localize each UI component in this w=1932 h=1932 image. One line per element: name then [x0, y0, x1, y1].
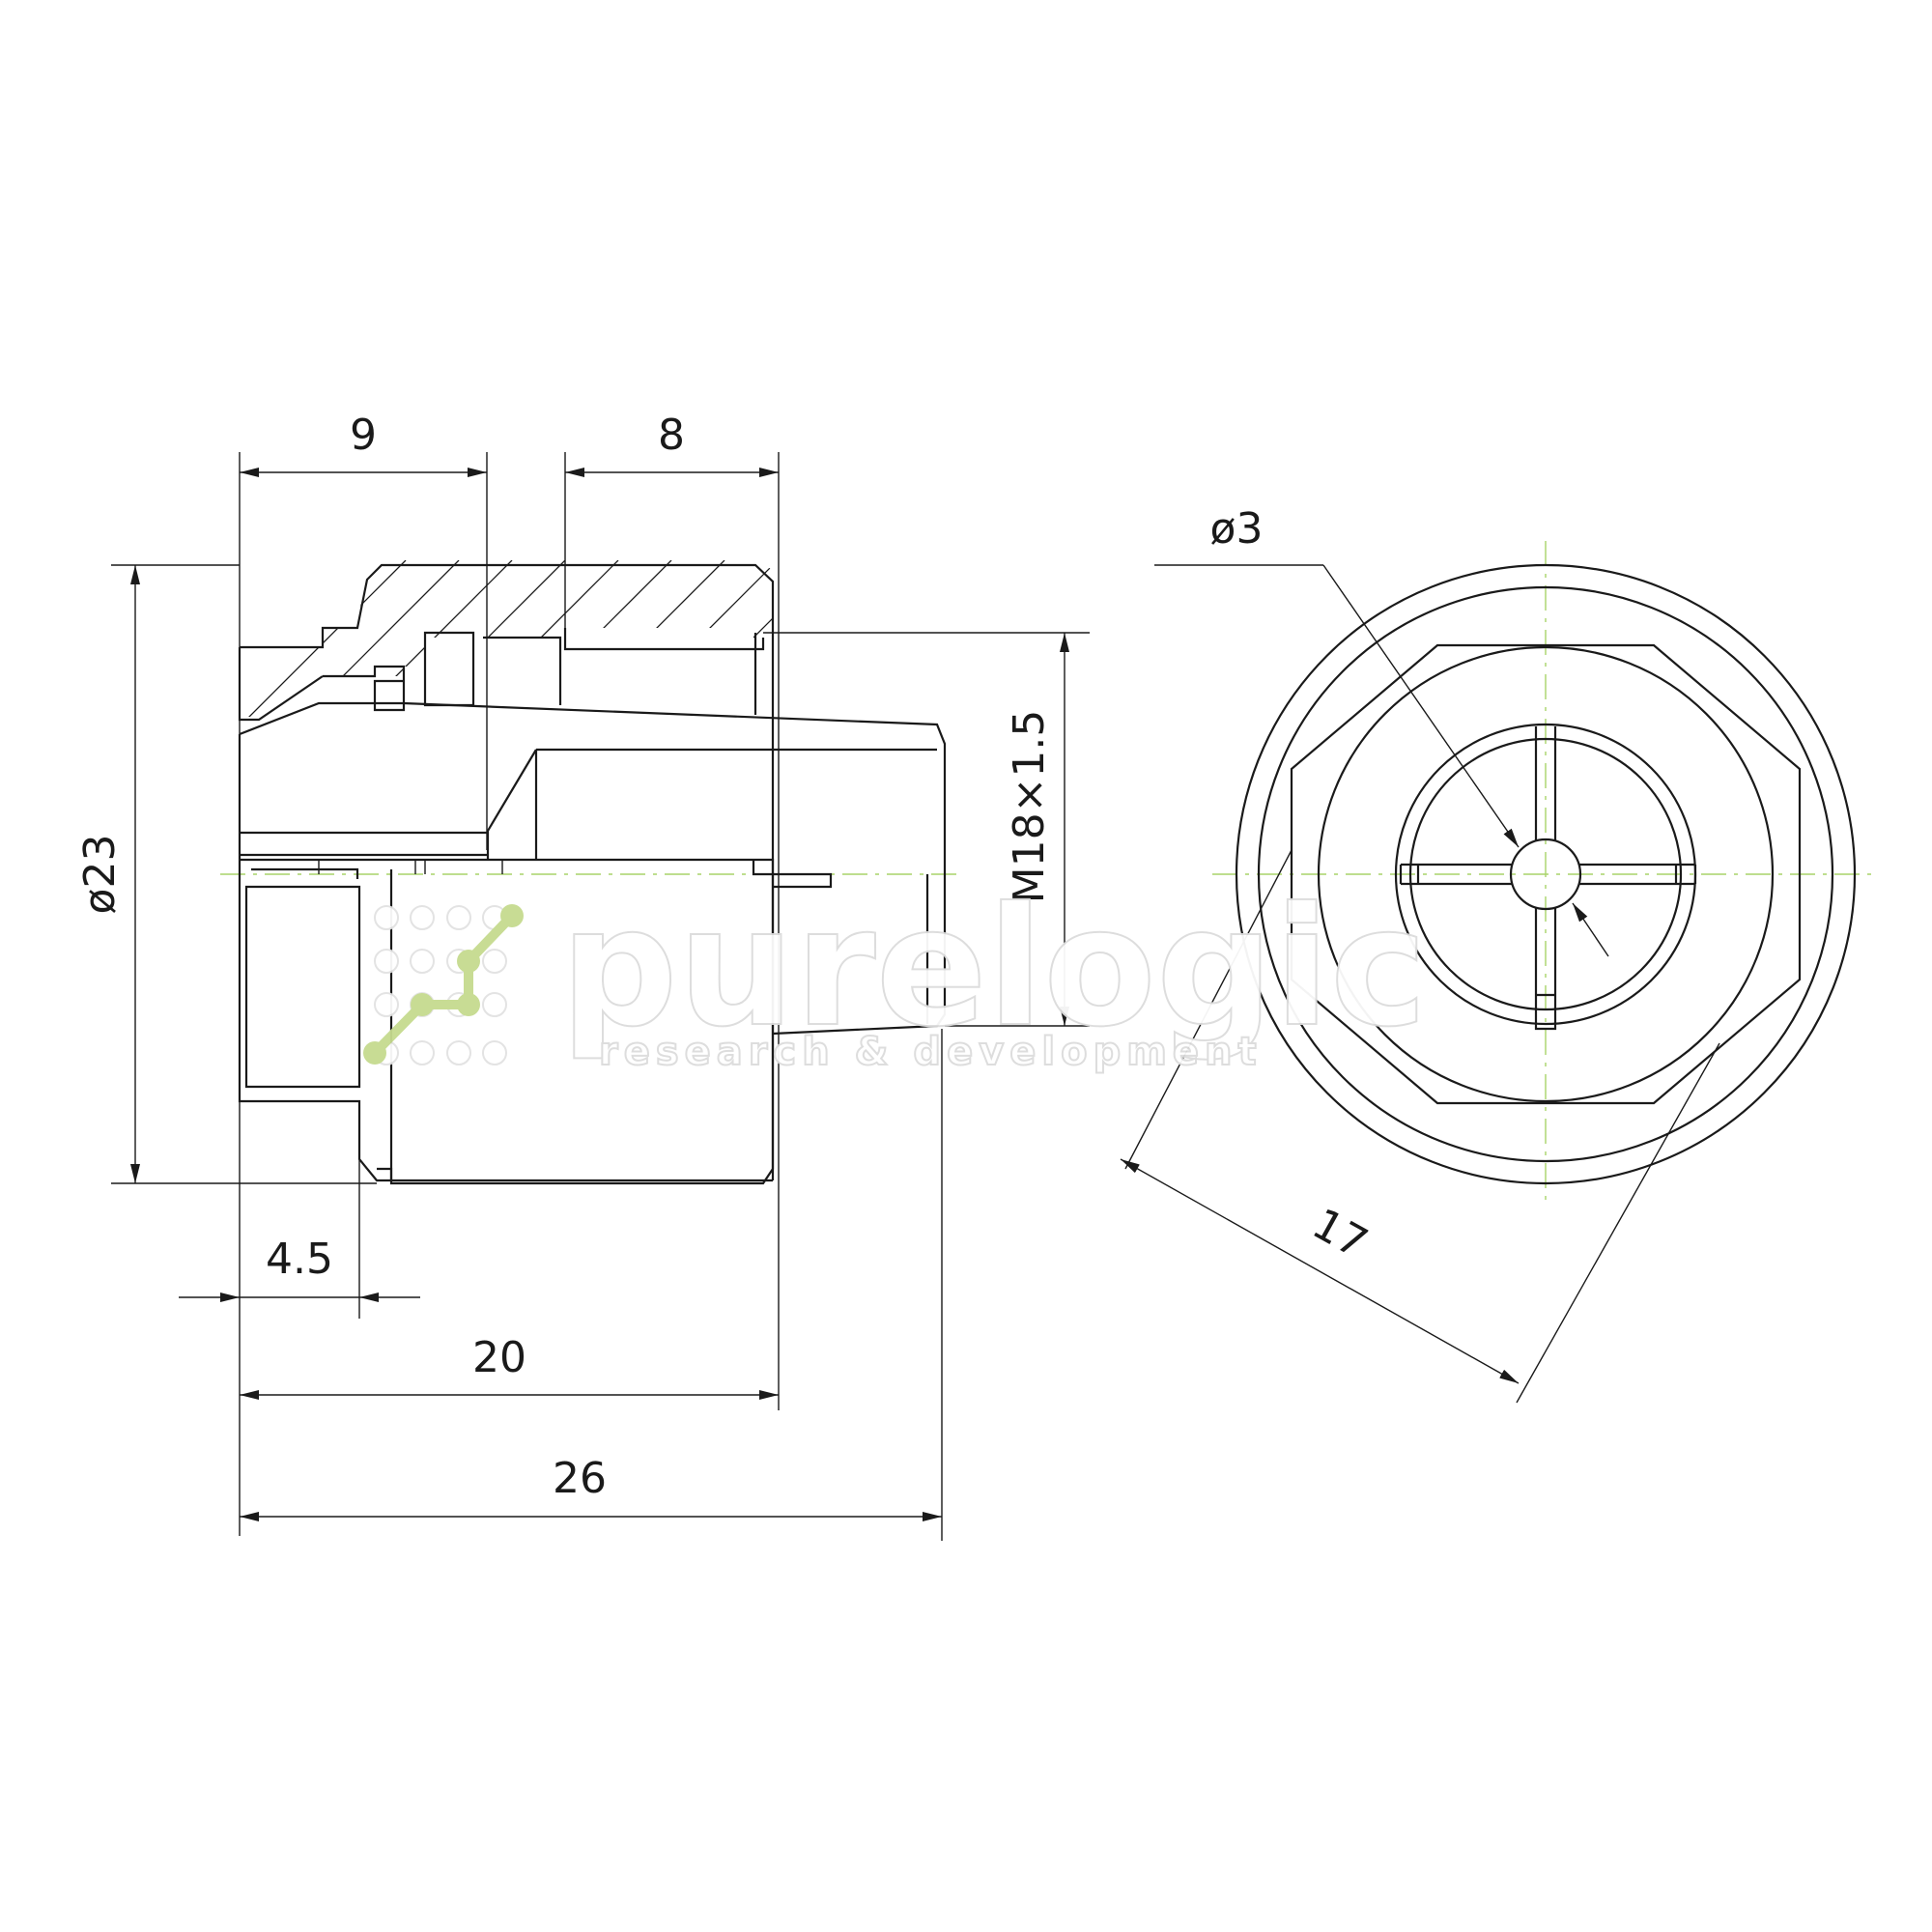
collet-shoulder [486, 749, 537, 860]
logo-mark-icon [363, 904, 524, 1065]
inner-chamfer [238, 647, 324, 722]
groove-3 [423, 631, 475, 707]
dim-17: 17 [1304, 1199, 1376, 1268]
dim-diameter-23: ø23 [75, 835, 125, 915]
slot-top [1534, 726, 1557, 840]
groove-2 [373, 679, 406, 712]
dim-4-5: 4.5 [266, 1235, 333, 1284]
dim-9: 9 [350, 411, 377, 460]
dim-26: 26 [553, 1454, 607, 1503]
dim-thread: M18×1.5 [1005, 710, 1054, 904]
section-hatching [240, 560, 773, 717]
side-dimensions: 9 8 ø23 M18×1.5 4.5 20 26 [75, 411, 1090, 1541]
dim-diameter-3: ø3 [1210, 504, 1264, 554]
groove-1 [323, 665, 406, 681]
collet-circle-inner [1408, 737, 1683, 1011]
front-cap [244, 885, 361, 1089]
collet-taper [403, 701, 947, 1036]
collet-left-taper [239, 701, 404, 736]
outer-circle-2 [1257, 585, 1834, 1163]
inner-circle [1317, 645, 1775, 1103]
outer-circle [1235, 563, 1857, 1185]
watermark-tagline: research & development [599, 1030, 1263, 1074]
dim-8: 8 [658, 411, 685, 460]
watermark-brand: purelogic [560, 872, 1428, 1064]
watermark-dots [374, 905, 507, 1065]
dim-20: 20 [472, 1333, 526, 1382]
thread-step [563, 628, 765, 651]
slot-left [1401, 863, 1512, 886]
slot-left [251, 867, 359, 879]
collet-lip [752, 860, 833, 889]
groove-4 [483, 636, 562, 705]
slot-bottom [1534, 908, 1557, 1031]
center-bore [1509, 838, 1582, 911]
front-view [1212, 541, 1879, 1208]
hex-nut [1290, 643, 1802, 1105]
watermark: purelogic research & development [363, 871, 1429, 1075]
